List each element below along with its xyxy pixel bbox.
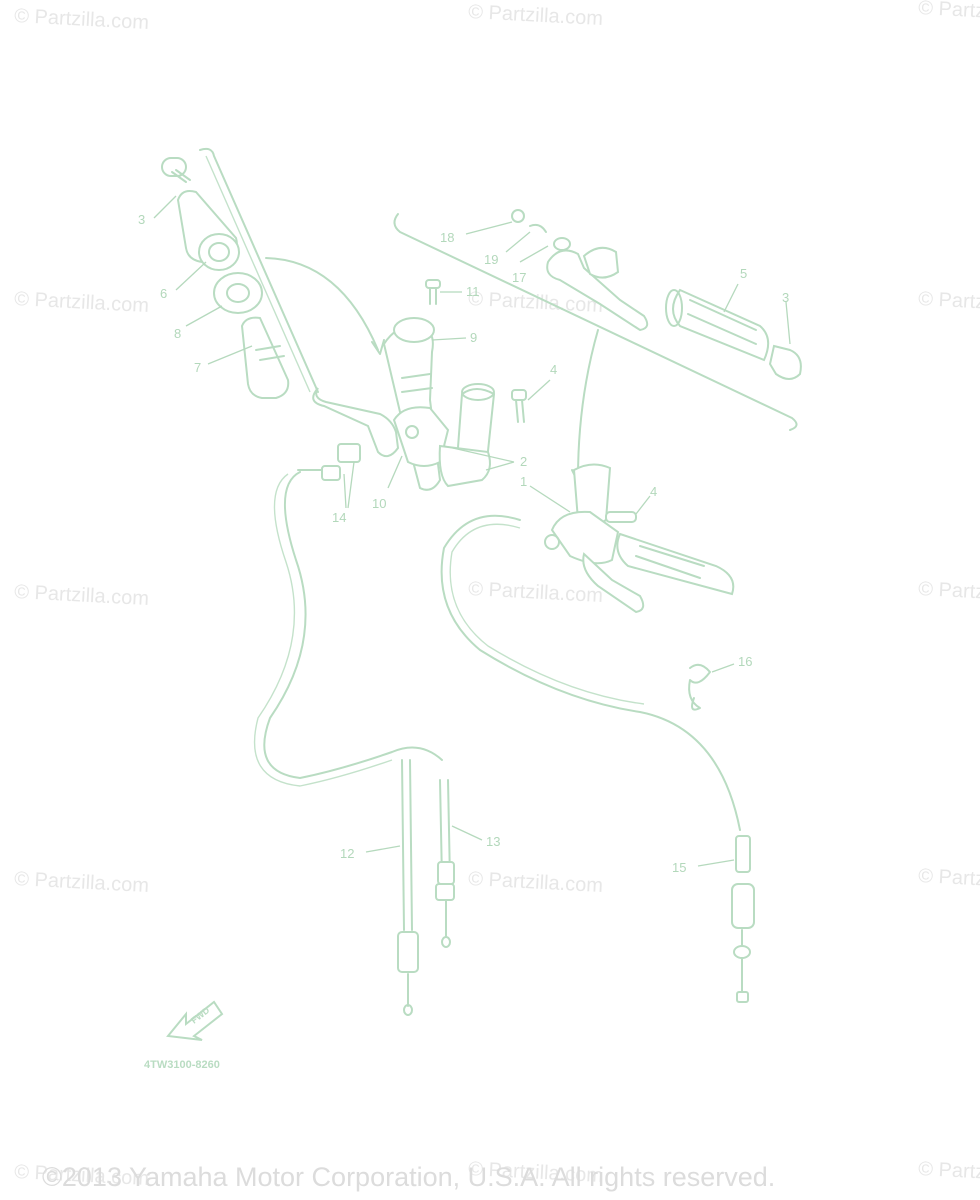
callout-2: 2 (520, 454, 527, 469)
arrow-head (371, 339, 385, 355)
callout-14: 14 (332, 510, 346, 525)
callout-leaders (153, 195, 791, 867)
throttle-collar-left (240, 316, 290, 399)
callout-15: 15 (672, 860, 686, 875)
handlebar-left-bar (199, 147, 319, 393)
callout-8: 8 (174, 326, 181, 341)
callout-19: 19 (484, 252, 498, 267)
diagram-code: 4TW3100-8260 (144, 1059, 220, 1071)
copyright-notice: ©2013 Yamaha Motor Corporation, U.S.A. A… (42, 1162, 775, 1192)
callout-3: 3 (138, 212, 145, 227)
watermark: © Partzilla.com (14, 288, 150, 317)
right-bar-end-cap (768, 344, 802, 380)
left-washer (213, 272, 263, 314)
callout-18: 18 (440, 230, 454, 245)
right-lever-lower (582, 552, 645, 614)
screw-4-left (511, 389, 527, 423)
right-grip-lower (616, 532, 735, 596)
callout-1: 1 (520, 474, 527, 489)
callout-17: 17 (512, 270, 526, 285)
callout-7: 7 (194, 360, 201, 375)
callout-11: 11 (466, 284, 480, 299)
left-bar-end-cap (161, 157, 191, 183)
handlebar-right-bar (393, 213, 798, 431)
cable-14-ends (297, 443, 361, 481)
screw-11 (425, 279, 441, 305)
callout-12: 12 (340, 846, 354, 861)
throttle-housing (382, 317, 450, 491)
callout-16: 16 (738, 654, 752, 669)
throttle-cable (440, 514, 741, 831)
brake-routing-arrow (577, 329, 599, 479)
callout-9: 9 (470, 330, 477, 345)
throttle-routing-arrow (265, 257, 379, 351)
right-lever-holder (544, 463, 637, 565)
cable-15 (731, 835, 755, 1003)
watermark: © Partzilla.com (14, 868, 150, 897)
watermark: © Partzilla.com (468, 1, 604, 30)
watermark: © Partzilla.com (918, 1158, 980, 1187)
callout-6: 6 (160, 286, 167, 301)
lever-pivot-bolt (511, 209, 571, 251)
right-grip (665, 288, 770, 362)
watermark: © Partzilla.com (918, 865, 980, 894)
clutch-lever (312, 387, 400, 458)
cable-13 (435, 779, 455, 948)
callout-10: 10 (372, 496, 386, 511)
watermark: © Partzilla.com (14, 581, 150, 610)
brake-lever (546, 246, 649, 332)
callout-5: 5 (740, 266, 747, 281)
callout-3: 3 (782, 290, 789, 305)
watermark: © Partzilla.com (468, 868, 604, 897)
callout-labels: 1 2 3 3 4 4 5 6 7 8 9 10 11 12 13 14 15 … (138, 212, 789, 875)
callout-13: 13 (486, 834, 500, 849)
watermark-layer: © Partzilla.com © Partzilla.com © Partzi… (14, 0, 980, 1190)
left-grip (176, 190, 240, 271)
forward-arrow-icon: FWD (166, 1000, 224, 1041)
callout-4: 4 (550, 362, 557, 377)
throttle-housing-cover (438, 444, 491, 488)
cable-12 (397, 759, 419, 1016)
watermark: © Partzilla.com (918, 578, 980, 607)
watermark: © Partzilla.com (918, 288, 980, 317)
watermark: © Partzilla.com (918, 0, 980, 26)
clutch-cable (253, 471, 443, 787)
watermark: © Partzilla.com (14, 5, 150, 34)
callout-4: 4 (650, 484, 657, 499)
watermark: © Partzilla.com (468, 578, 604, 607)
cable-clip-16 (688, 663, 711, 711)
